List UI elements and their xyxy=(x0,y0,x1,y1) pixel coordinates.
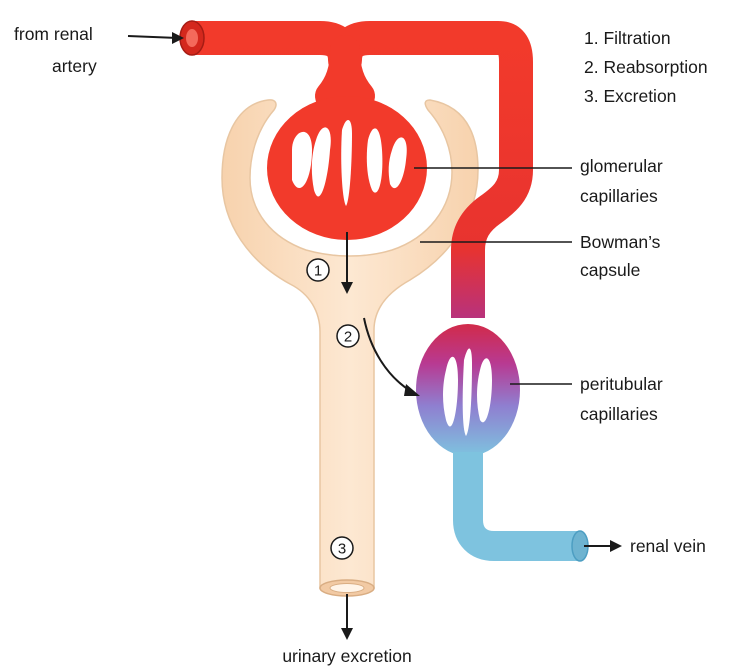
artery-input-arrow xyxy=(128,36,178,38)
glomerulus xyxy=(267,96,427,240)
urinary-excretion-label: urinary excretion xyxy=(282,646,411,666)
from-renal-artery-label-line2: artery xyxy=(52,56,97,76)
marker-1: 1 xyxy=(314,263,322,280)
excretion-arrowhead xyxy=(341,628,353,640)
venous-vessels xyxy=(468,452,588,561)
from-renal-artery-label-line1: from renal xyxy=(14,24,93,44)
glomerulus-stem-right xyxy=(345,50,360,96)
peritubular-capillaries xyxy=(416,324,520,456)
step-3-label: 3. Excretion xyxy=(584,86,676,106)
bowmans-capsule-label-line2: capsule xyxy=(580,260,640,280)
renal-vein-arrowhead xyxy=(610,540,622,552)
glomerular-capillaries-label-line2: capillaries xyxy=(580,186,658,206)
step-1-label: 1. Filtration xyxy=(584,28,671,48)
peritubular-capillaries-label-line1: peritubular xyxy=(580,374,663,394)
glomerular-capillaries-label-line1: glomerular xyxy=(580,156,663,176)
marker-3: 3 xyxy=(338,541,346,558)
peritubular-capillaries-label-line2: capillaries xyxy=(580,404,658,424)
bowmans-capsule-label-line1: Bowman’s xyxy=(580,232,661,252)
vein-stem xyxy=(468,452,580,546)
step-2-label: 2. Reabsorption xyxy=(584,57,708,77)
artery-lumen xyxy=(186,29,198,47)
renal-vein-label: renal vein xyxy=(630,536,706,556)
tubule-opening-inner xyxy=(330,584,364,593)
marker-2: 2 xyxy=(344,329,352,346)
